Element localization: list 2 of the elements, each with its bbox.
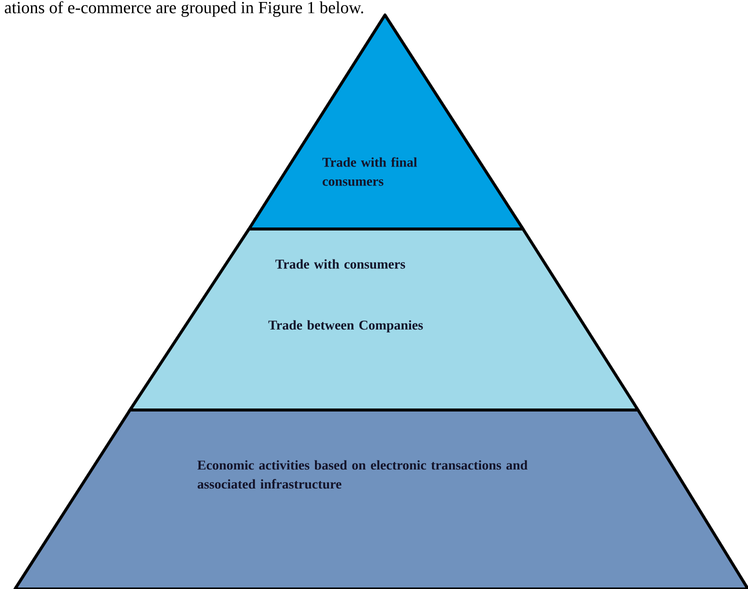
pyramid-tier: Trade with consumers Trade between Companies <box>128 228 640 412</box>
pyramid-tier: Economic activities based on electronic transactions and associated infrastructure <box>14 408 748 589</box>
